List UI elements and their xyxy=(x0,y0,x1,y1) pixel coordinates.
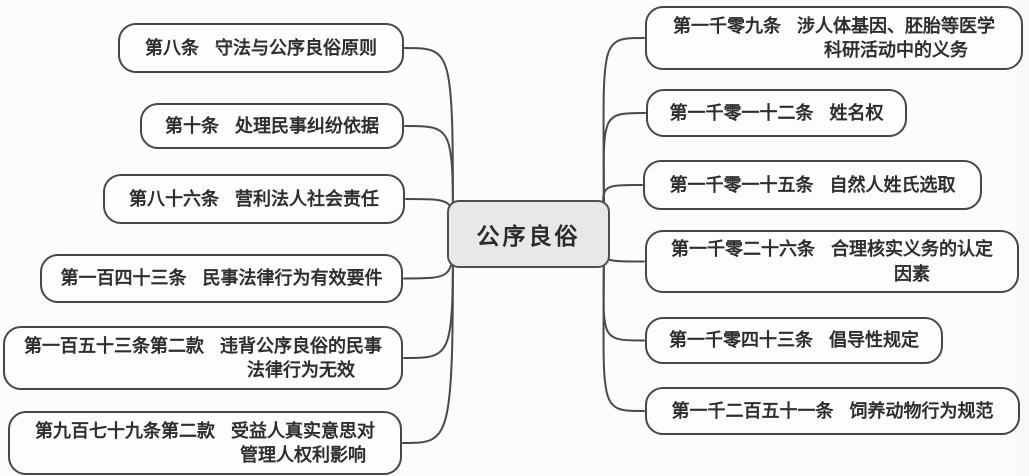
article-description: 倡导性规定 xyxy=(829,330,919,351)
article-number: 第一千零一十二条 xyxy=(669,102,814,123)
node-article-1251: 第一千二百五十一条 饲养动物行为规范 xyxy=(645,387,1020,435)
node-article-153-2: 第一百五十三条第二款 违背公序良俗的民事 法律行为无效 xyxy=(3,326,403,390)
node-content: 第一百五十三条第二款 违背公序良俗的民事 法律行为无效 xyxy=(24,334,382,383)
central-topic-node: 公序良俗 xyxy=(447,200,610,268)
connector-line xyxy=(402,233,454,444)
node-content: 第八条 守法与公序良俗原则 xyxy=(145,36,377,60)
connector-line xyxy=(403,233,454,359)
article-description: 饲养动物行为规范 xyxy=(849,400,994,421)
node-content: 第一千二百五十一条 饲养动物行为规范 xyxy=(672,399,994,423)
connector-line xyxy=(404,47,454,235)
article-number: 第九百七十九条第二款 xyxy=(35,420,215,441)
article-number: 第一千零二十六条 xyxy=(671,239,815,260)
node-content: 第一千零九条 涉人体基因、胚胎等医学 科研活动中的义务 xyxy=(673,14,995,63)
connector-line xyxy=(602,233,645,412)
article-description: 受益人真实意思对 管理人权利影响 xyxy=(231,420,375,465)
connector-line xyxy=(404,125,454,235)
node-content: 第一千零一十二条 姓名权 xyxy=(670,101,884,125)
article-number: 第八条 xyxy=(145,37,199,58)
article-description: 自然人姓氏选取 xyxy=(829,174,956,195)
article-description: 违背公序良俗的民事 法律行为无效 xyxy=(220,335,382,380)
node-article-1009: 第一千零九条 涉人体基因、胚胎等医学 科研活动中的义务 xyxy=(645,6,1023,70)
node-content: 第一千零四十三条 倡导性规定 xyxy=(669,328,919,352)
connector-line xyxy=(405,198,455,235)
article-number: 第一百四十三条 xyxy=(60,268,187,289)
scan-artifact-strip xyxy=(1017,0,1029,476)
article-description: 营利法人社会责任 xyxy=(235,188,379,209)
article-number: 第八十六条 xyxy=(129,188,219,209)
connector-line xyxy=(403,233,454,280)
node-content: 第十条 处理民事纠纷依据 xyxy=(165,114,379,138)
article-number: 第一千零一十五条 xyxy=(669,174,814,195)
connector-line xyxy=(602,37,645,235)
node-article-1043: 第一千零四十三条 倡导性规定 xyxy=(645,317,943,364)
article-description: 守法与公序良俗原则 xyxy=(215,37,377,58)
node-article-1012: 第一千零一十二条 姓名权 xyxy=(646,89,907,137)
article-number: 第一千二百五十一条 xyxy=(671,400,834,421)
article-description: 处理民事纠纷依据 xyxy=(235,115,379,136)
node-content: 第一百四十三条 民事法律行为有效要件 xyxy=(61,266,383,290)
central-topic-label: 公序良俗 xyxy=(476,223,581,249)
article-number: 第一百五十三条第二款 xyxy=(24,335,204,356)
node-article-10: 第十条 处理民事纠纷依据 xyxy=(140,103,404,149)
article-description: 姓名权 xyxy=(829,102,884,123)
article-number: 第一千零四十三条 xyxy=(669,330,813,351)
node-article-1015: 第一千零一十五条 自然人姓氏选取 xyxy=(643,160,982,210)
node-content: 第八十六条 营利法人社会责任 xyxy=(129,187,379,211)
node-article-143: 第一百四十三条 民事法律行为有效要件 xyxy=(40,254,403,303)
node-article-86: 第八十六条 营利法人社会责任 xyxy=(103,174,405,224)
article-number: 第十条 xyxy=(165,115,219,136)
node-content: 第一千零一十五条 自然人姓氏选取 xyxy=(670,173,956,197)
article-description: 民事法律行为有效要件 xyxy=(202,268,383,289)
node-article-8: 第八条 守法与公序良俗原则 xyxy=(118,23,404,73)
node-content: 第九百七十九条第二款 受益人真实意思对 管理人权利影响 xyxy=(35,419,375,468)
node-article-1026: 第一千零二十六条 合理核实义务的认定 因素 xyxy=(645,230,1019,293)
article-description: 合理核实义务的认定 因素 xyxy=(831,239,993,284)
article-number: 第一千零九条 xyxy=(673,15,781,36)
node-content: 第一千零二十六条 合理核实义务的认定 因素 xyxy=(671,237,993,286)
article-description: 涉人体基因、胚胎等医学 科研活动中的义务 xyxy=(797,15,995,60)
node-article-979-2: 第九百七十九条第二款 受益人真实意思对 管理人权利影响 xyxy=(8,411,402,475)
